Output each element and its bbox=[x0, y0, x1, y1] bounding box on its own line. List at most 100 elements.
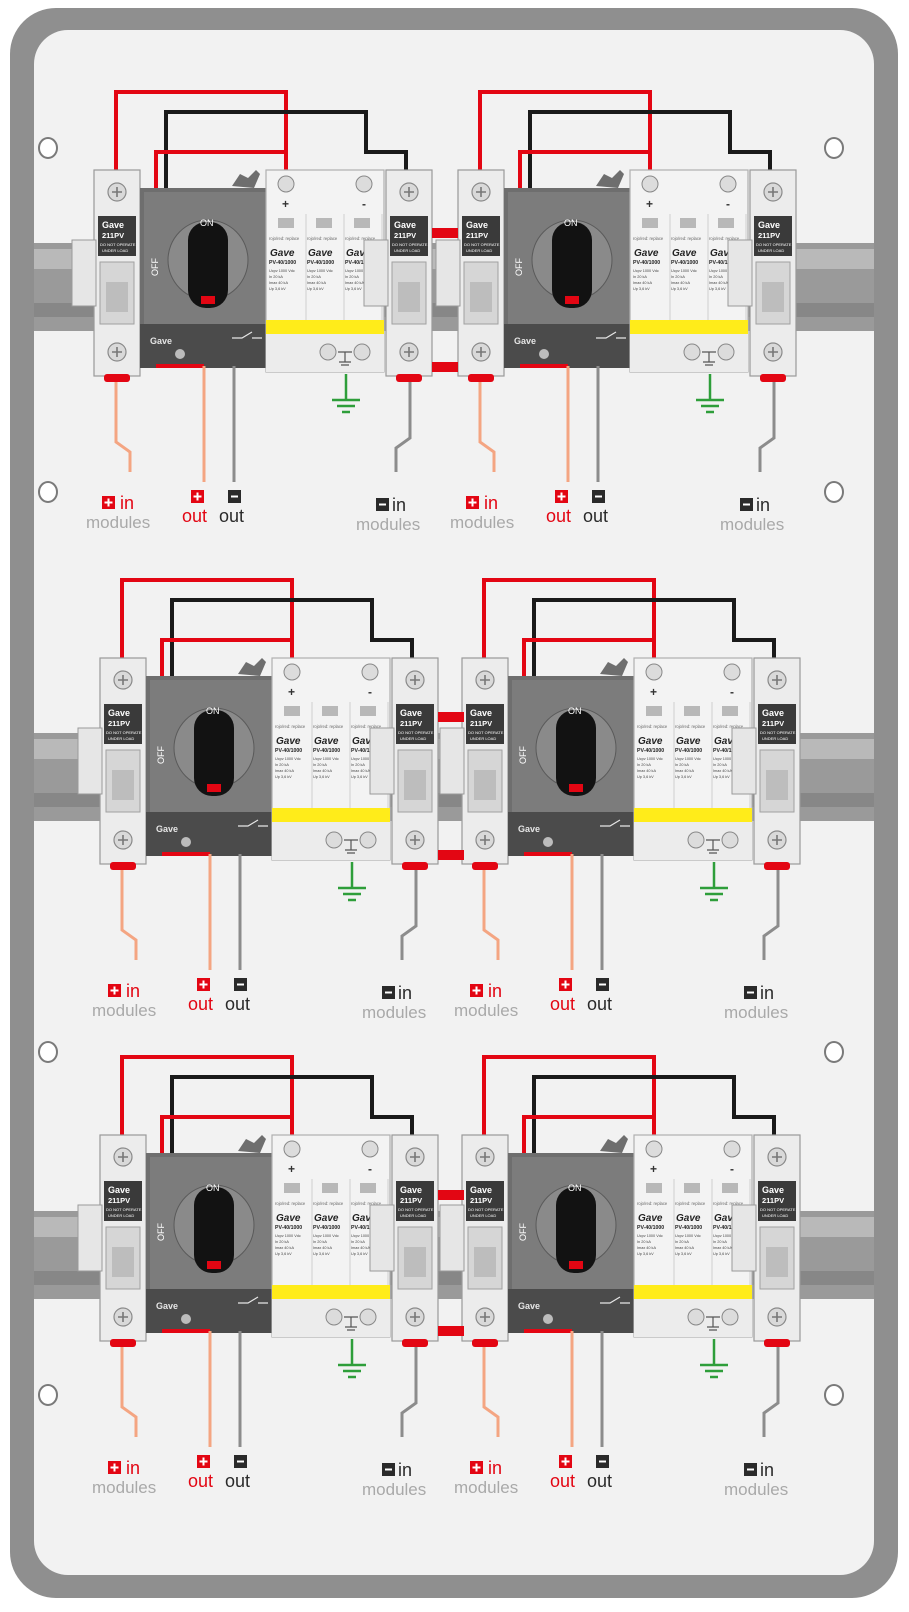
fuse-label-panel bbox=[396, 704, 434, 744]
disconnector-base bbox=[140, 324, 270, 368]
bridge-link bbox=[438, 850, 464, 860]
fuse-clip bbox=[439, 727, 465, 795]
negative-badge bbox=[382, 986, 395, 999]
negative-badge bbox=[234, 978, 247, 991]
fuse-clip bbox=[439, 1204, 465, 1272]
negative-in-wire bbox=[758, 382, 776, 472]
plus-glyph bbox=[472, 1463, 481, 1472]
surge-terminal-plus bbox=[283, 663, 301, 681]
surge-spec-4: Up 3,6 kV bbox=[275, 775, 292, 779]
mounting-hole bbox=[824, 137, 844, 159]
fuse-red-tab bbox=[402, 1339, 428, 1347]
fuse-brand: Gave bbox=[394, 220, 416, 230]
surge-spec-1: Ucpv 1000 Vdc bbox=[637, 1234, 663, 1238]
positive-in-label: in bbox=[488, 981, 502, 1001]
fuse-clip bbox=[71, 239, 97, 307]
red-wire-top bbox=[482, 578, 656, 658]
screw-slot bbox=[112, 347, 122, 357]
surge-spec-3: Imax 40 kA bbox=[675, 769, 694, 773]
surge-spec-2: In 20 kA bbox=[671, 275, 685, 279]
surge-spec-1: Ucpv 1000 Vdc bbox=[675, 1234, 701, 1238]
negative-out-label: out bbox=[587, 1471, 612, 1491]
replace-note: rojo/red: replace bbox=[313, 724, 344, 729]
surge-spec-4: Up 3,6 kV bbox=[345, 287, 362, 291]
knob-indicator bbox=[201, 296, 215, 304]
ground-symbol bbox=[338, 1339, 366, 1379]
mounting-hole bbox=[824, 1384, 844, 1406]
disconnector-base bbox=[146, 812, 276, 856]
surge-spec-4: Up 3,6 kV bbox=[313, 1252, 330, 1256]
base-screw bbox=[181, 1314, 191, 1324]
surge-spec-1: Ucpv 1000 Vdc bbox=[637, 757, 663, 761]
replace-note: rojo/red: replace bbox=[637, 724, 668, 729]
fuse-brand: Gave bbox=[762, 708, 784, 718]
surge-model: PV-40/1000 bbox=[275, 748, 302, 754]
surge-spec-3: Imax 40 kA bbox=[275, 1246, 294, 1250]
surge-brand: Gave bbox=[314, 736, 339, 747]
screw-slot bbox=[118, 675, 128, 685]
screw-slot bbox=[772, 1312, 782, 1322]
positive-in-wire bbox=[482, 870, 500, 960]
disconnector-brand: Gave bbox=[156, 824, 178, 834]
surge-spec-2: In 20 kA bbox=[709, 275, 723, 279]
surge-spec-4: Up 3,6 kV bbox=[313, 775, 330, 779]
replace-note: rojo/red: replace bbox=[275, 1201, 306, 1206]
surge-yellow-band bbox=[272, 1285, 390, 1299]
positive-in-wire bbox=[478, 382, 496, 472]
surge-brand: Gave bbox=[270, 248, 295, 259]
fuse-cartridge bbox=[766, 770, 788, 800]
positive-badge bbox=[191, 490, 204, 503]
fuse-clip bbox=[435, 239, 461, 307]
knob-indicator bbox=[207, 784, 221, 792]
plus-glyph bbox=[110, 1463, 119, 1472]
fuse-warning-1: DO NOT OPERATE bbox=[464, 242, 500, 247]
fuse-model: 211PV bbox=[466, 231, 488, 240]
fuse-brand: Gave bbox=[466, 220, 488, 230]
surge-model: PV-40/1000 bbox=[675, 748, 702, 754]
status-window bbox=[284, 706, 300, 716]
surge-terminal-ground-1 bbox=[687, 831, 705, 849]
surge-model: PV-40/1000 bbox=[351, 748, 378, 754]
negative-badge bbox=[228, 490, 241, 503]
replace-note: rojo/red: replace bbox=[313, 1201, 344, 1206]
negative-modules-label: modules bbox=[356, 515, 420, 534]
surge-brand: Gave bbox=[710, 248, 735, 259]
bridge-link bbox=[432, 362, 458, 372]
surge-yellow-band bbox=[266, 320, 384, 334]
surge-spec-3: Imax 40 kA bbox=[713, 1246, 732, 1250]
surge-minus: - bbox=[368, 1162, 372, 1176]
surge-terminal-minus bbox=[361, 663, 379, 681]
fuse-warning-1: DO NOT OPERATE bbox=[398, 1207, 434, 1212]
plus-glyph bbox=[472, 986, 481, 995]
surge-brand: Gave bbox=[676, 1213, 701, 1224]
surge-model: PV-40/1000 bbox=[675, 1225, 702, 1231]
ground-symbol-small bbox=[344, 839, 358, 854]
surge-terminal-ground-2 bbox=[717, 343, 735, 361]
positive-out-label: out bbox=[550, 1471, 575, 1491]
screw-slot bbox=[480, 1152, 490, 1162]
negative-badge bbox=[592, 490, 605, 503]
ground-symbol bbox=[700, 1339, 728, 1379]
surge-model: PV-40/1000 bbox=[713, 748, 740, 754]
fuse-cartridge bbox=[106, 282, 128, 312]
ground-symbol bbox=[332, 374, 360, 414]
positive-in-label: in bbox=[126, 981, 140, 1001]
fuse-warning-1: DO NOT OPERATE bbox=[468, 1207, 504, 1212]
fuse-clip bbox=[731, 1204, 757, 1272]
disconnector-lock-tab bbox=[238, 1135, 266, 1153]
negative-out-label: out bbox=[219, 506, 244, 526]
ground-symbol-small bbox=[344, 1316, 358, 1331]
fuse-warning-1: DO NOT OPERATE bbox=[106, 1207, 142, 1212]
surge-yellow-band bbox=[634, 1285, 752, 1299]
fuse-label-panel bbox=[390, 216, 428, 256]
fuse-model: 211PV bbox=[108, 719, 130, 728]
rotary-knob bbox=[556, 1187, 596, 1273]
